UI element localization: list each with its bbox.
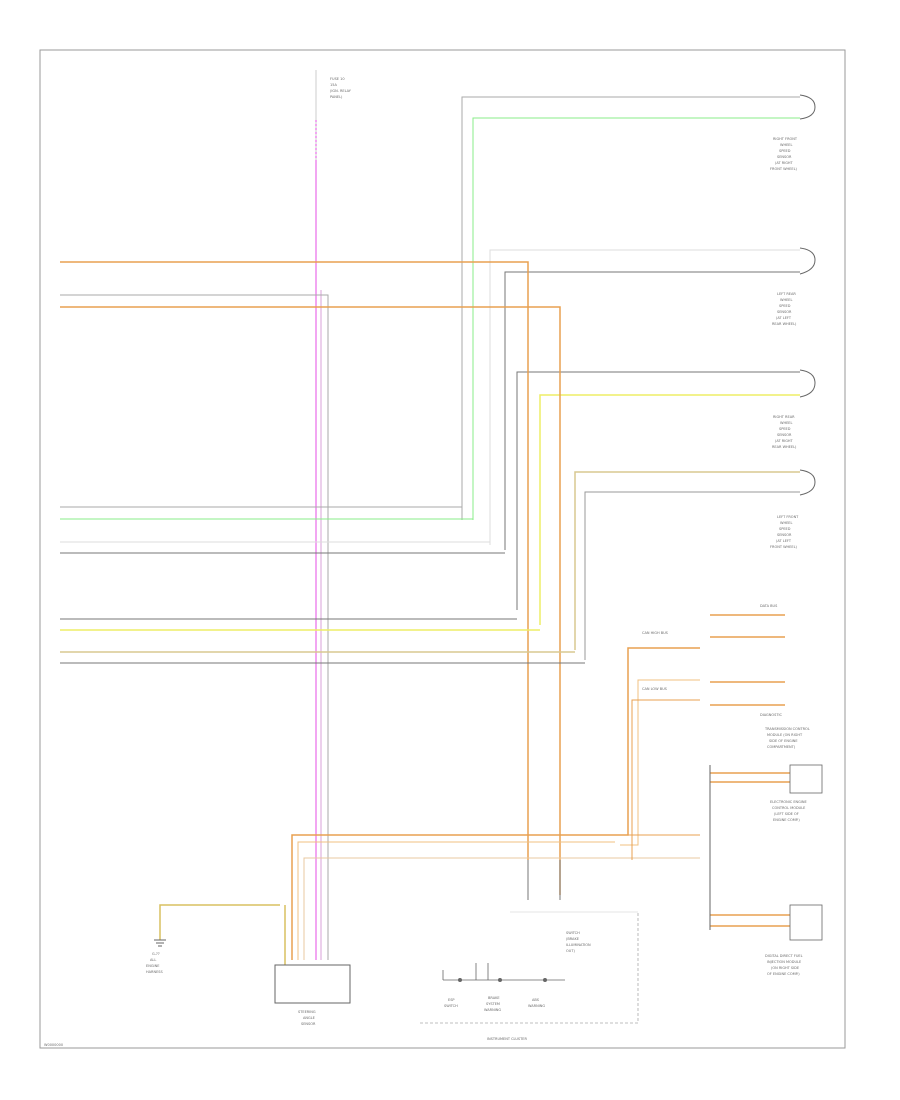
- left-bus-wires: [60, 261, 585, 960]
- switch-sub-1: (BRAKE: [566, 937, 579, 941]
- top-power-feed: FUSE 10 15A (IGN. RELAY PANEL): [315, 70, 352, 960]
- sensor-0-line-0: RIGHT FRONT: [773, 137, 798, 141]
- ddfi-line-2: (ON RIGHT SIDE: [771, 966, 799, 970]
- sensor-2-line-3: SENSOR: [777, 433, 792, 437]
- sensor-1-line-3: SENSOR: [777, 310, 792, 314]
- sensor-3-line-0: LEFT FRONT: [777, 515, 799, 519]
- fuse-label-3: PANEL): [330, 95, 343, 99]
- diagram-frame: [39, 49, 846, 1049]
- sensor-2-line-5: REAR WHEEL): [772, 445, 797, 449]
- sensor-rf-wires: [461, 94, 816, 520]
- tcm-line-3: COMPARTMENT): [767, 745, 796, 749]
- can-low-label: CAN LOW BUS: [642, 687, 668, 691]
- steering-label-0: STEERING: [298, 1010, 316, 1014]
- sensor-3-line-1: WHEEL: [780, 521, 793, 525]
- sensor-2-line-2: SPEED: [779, 427, 791, 431]
- switch-sub-2: ILLUMINATION: [566, 943, 591, 947]
- steering-label-1: ANGLE: [303, 1016, 315, 1020]
- sensor-0-line-2: SPEED: [779, 149, 791, 153]
- tcm-line-1: MODULE (ON RIGHT: [767, 733, 803, 737]
- sensor-0-line-4: (AT RIGHT: [775, 161, 794, 165]
- sensor-3-line-4: (AT LEFT: [776, 539, 792, 543]
- sensor-0-line-3: SENSOR: [777, 155, 792, 159]
- module-labels: TRANSMISSION CONTROL MODULE (ON RIGHT SI…: [764, 727, 810, 976]
- right-orange-connectors: [709, 614, 823, 941]
- sensor-2-line-1: WHEEL: [780, 421, 793, 425]
- ddfi-line-0: DIGITAL DIRECT FUEL: [765, 954, 803, 958]
- fuse-label-2: (IGN. RELAY: [330, 89, 352, 93]
- instrument-cluster: [420, 860, 639, 1024]
- steering-label-2: SENSOR: [301, 1022, 316, 1026]
- data-bus-label: DATA BUS: [760, 604, 778, 608]
- cluster-switch-0-b: SWITCH: [444, 1004, 458, 1008]
- cluster-switch-0-a: ESP: [448, 998, 455, 1002]
- sensor-1-line-2: SPEED: [779, 304, 791, 308]
- ecm-line-3: ENGINE COMP.): [773, 818, 800, 822]
- sensor-3-line-5: FRONT WHEEL): [770, 545, 798, 549]
- sensor-0-line-1: WHEEL: [780, 143, 793, 147]
- cluster-switch-1-c: WARNING: [484, 1008, 501, 1012]
- ground-desc-1: ENGINE: [146, 964, 159, 968]
- sensor-lf-wires: [574, 469, 816, 660]
- sensor-3-line-2: SPEED: [779, 527, 791, 531]
- diagnostic-label: DIAGNOSTIC: [760, 713, 783, 717]
- steering-angle-sensor: [274, 905, 351, 1004]
- ddfi-line-3: OF ENGINE COMP.): [767, 972, 800, 976]
- ground-label: G-??: [152, 952, 160, 956]
- cluster-switch-1-b: SYSTEM: [486, 1002, 500, 1006]
- fuse-label-0: FUSE 10: [330, 77, 345, 81]
- sensor-1-line-1: WHEEL: [780, 298, 793, 302]
- can-high-label: CAN HIGH BUS: [642, 631, 669, 635]
- tcm-line-2: SIDE OF ENGINE: [769, 739, 798, 743]
- sensor-2-line-4: (AT RIGHT: [775, 439, 794, 443]
- sensor-1-line-5: REAR WHEEL): [772, 322, 797, 326]
- ecm-line-1: CONTROL MODULE: [772, 806, 805, 810]
- ddfi-line-1: INJECTION MODULE: [767, 960, 801, 964]
- diagram-code: W0000000: [44, 1043, 63, 1047]
- ecm-line-2: (LEFT SIDE OF: [774, 812, 799, 816]
- sensor-rr-wires: [516, 369, 816, 625]
- tcm-line-0: TRANSMISSION CONTROL: [764, 727, 810, 731]
- sensor-lr-wires: [489, 247, 816, 550]
- ground-desc-2: HARNESS: [146, 970, 164, 974]
- instrument-cluster-label: INSTRUMENT CLUSTER: [487, 1037, 527, 1041]
- cluster-switch-1-a: BRAKE: [488, 996, 500, 1000]
- fuse-label-1: 15A: [330, 83, 337, 87]
- sensor-0-line-5: FRONT WHEEL): [770, 167, 798, 171]
- switch-sub-0: SWITCH: [566, 931, 580, 935]
- sensor-1-line-0: LEFT REAR: [777, 292, 796, 296]
- sensor-2-line-0: RIGHT REAR: [773, 415, 795, 419]
- sensor-3-line-3: SENSOR: [777, 533, 792, 537]
- cluster-switch-2-a: ABS: [532, 998, 540, 1002]
- sensor-labels: RIGHT FRONT WHEEL SPEED SENSOR (AT RIGHT…: [770, 137, 799, 549]
- ground-desc-0: ALL: [150, 958, 156, 962]
- cluster-switch-2-b: WARNING: [528, 1004, 545, 1008]
- switch-sub-3: OUT): [566, 949, 575, 953]
- ecm-line-0: ELECTRONIC ENGINE: [770, 800, 807, 804]
- sensor-1-line-4: (AT LEFT: [776, 316, 792, 320]
- steering-feed-wires: [291, 647, 700, 960]
- ground-connector: [154, 904, 280, 947]
